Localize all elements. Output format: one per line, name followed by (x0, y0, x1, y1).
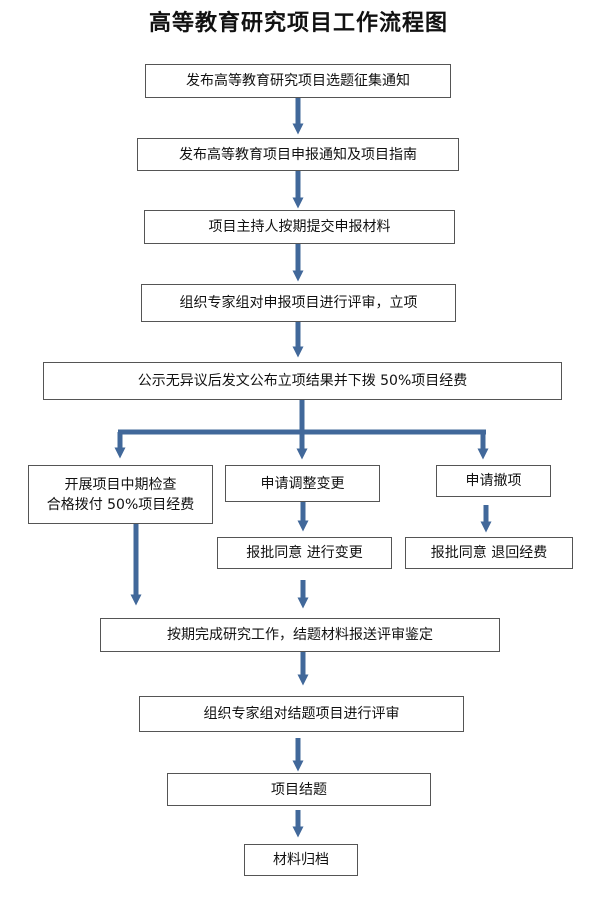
step-archive-materials: 材料归档 (244, 844, 358, 876)
branch-withdraw-approved: 报批同意 退回经费 (405, 537, 573, 569)
branch-apply-withdraw: 申请撤项 (436, 465, 551, 497)
branch-midterm-check: 开展项目中期检查 合格拨付 50%项目经费 (28, 465, 213, 524)
page-title: 高等教育研究项目工作流程图 (148, 10, 448, 36)
branch-midterm-line2: 合格拨付 50%项目经费 (46, 496, 195, 513)
step-final-review: 组织专家组对结题项目进行评审 (139, 696, 464, 732)
step-publish-results: 公示无异议后发文公布立项结果并下拨 50%项目经费 (43, 362, 562, 400)
step-publish-application-notice: 发布高等教育项目申报通知及项目指南 (137, 138, 459, 171)
branch-midterm-line1: 开展项目中期检查 (64, 476, 177, 493)
branch-change-approved: 报批同意 进行变更 (217, 537, 392, 569)
step-complete-research: 按期完成研究工作，结题材料报送评审鉴定 (100, 618, 500, 652)
branch-apply-change: 申请调整变更 (225, 465, 380, 502)
step-submit-materials: 项目主持人按期提交申报材料 (144, 210, 455, 244)
step-publish-topic-call: 发布高等教育研究项目选题征集通知 (145, 64, 451, 98)
step-project-closure: 项目结题 (167, 773, 431, 806)
step-expert-review: 组织专家组对申报项目进行评审，立项 (141, 284, 456, 322)
